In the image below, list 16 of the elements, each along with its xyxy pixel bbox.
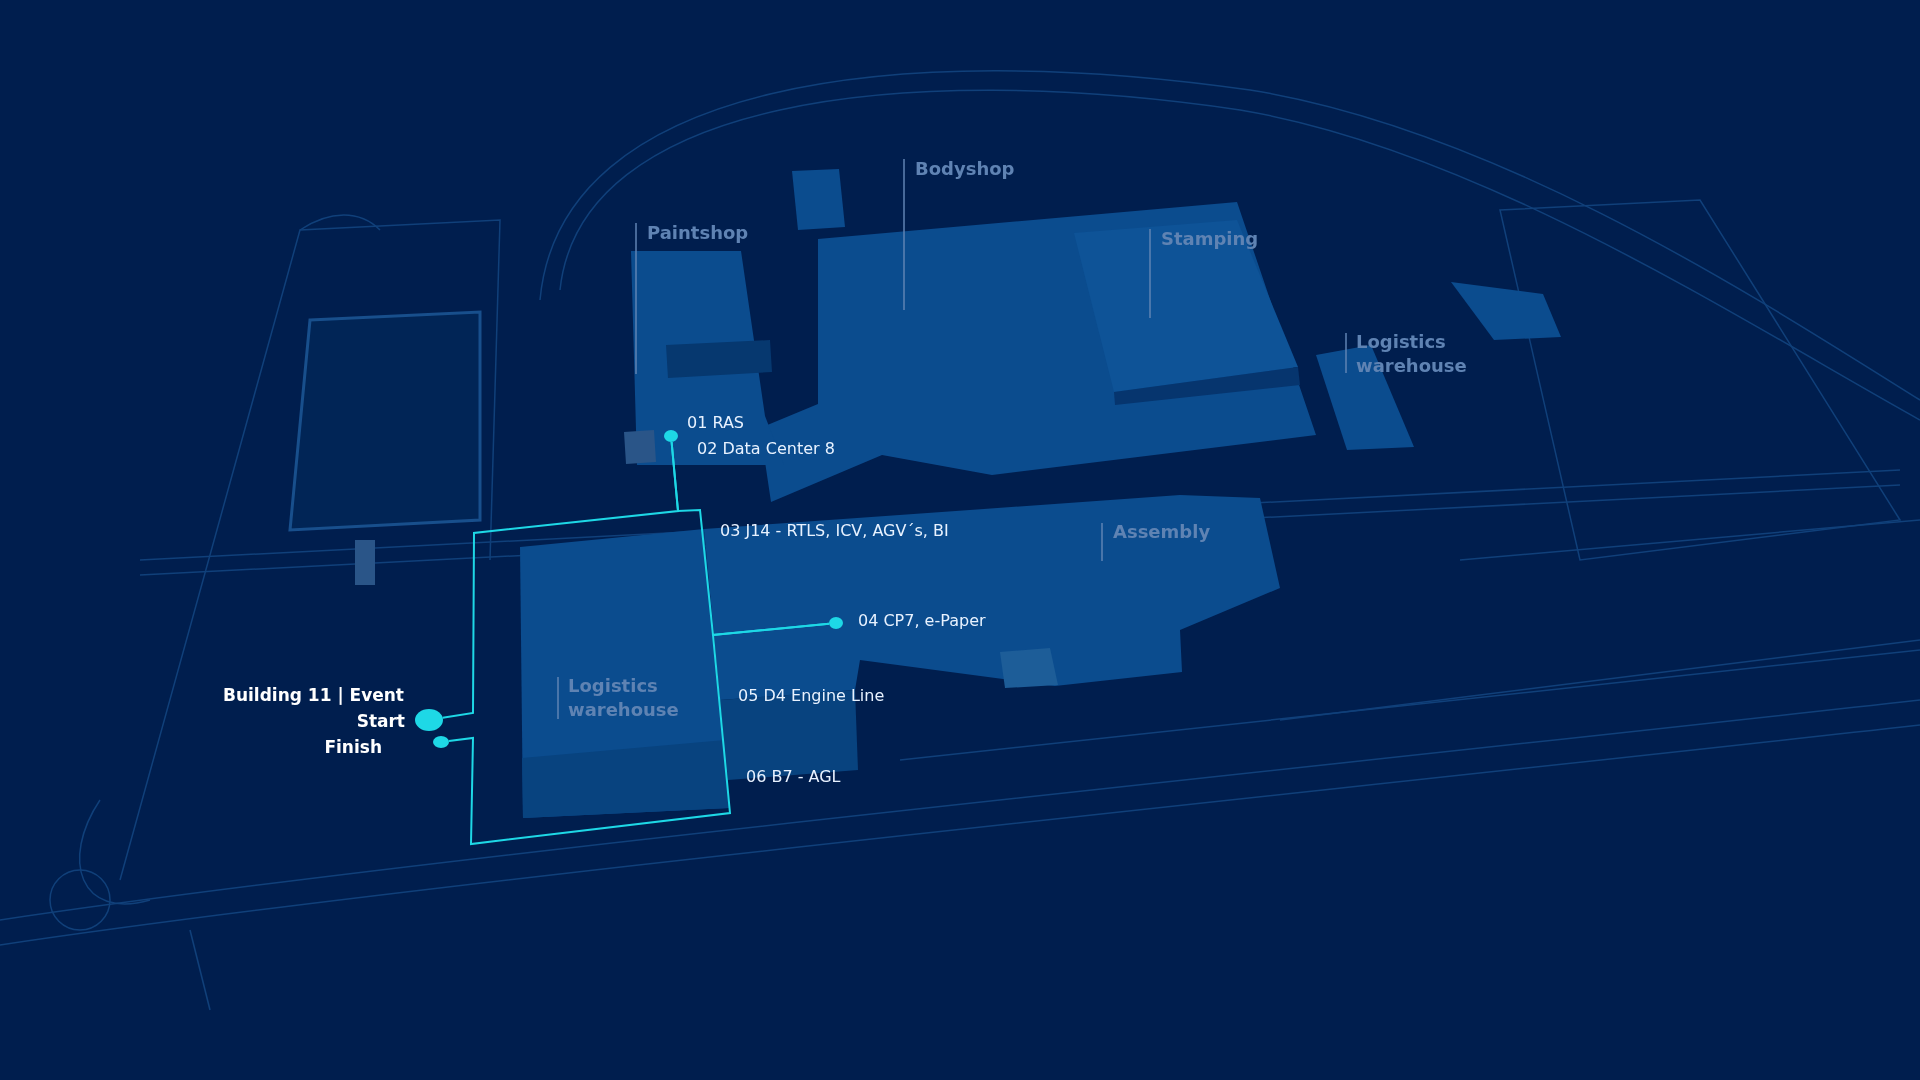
area-label: Bodyshop [915, 157, 1015, 181]
route-endpoint-label: Start [356, 711, 405, 731]
route-stop-dot [415, 709, 443, 731]
route-stop-dot [433, 736, 449, 748]
stop-label: 05 D4 Engine Line [738, 686, 885, 705]
stop-label: 03 J14 - RTLS, ICV, AGV´s, BI [720, 521, 949, 540]
area-label: Paintshop [647, 221, 749, 245]
area-label: Logistics warehouse [568, 674, 678, 722]
area-label: Assembly [1113, 520, 1211, 544]
stop-label: 06 B7 - AGL [746, 767, 841, 786]
stop-label: 01 RAS [687, 413, 744, 432]
location-label: Building 11 | Event [222, 685, 404, 705]
route-endpoint-label: Finish [324, 737, 382, 757]
route-line [447, 622, 830, 846]
stop-label: 02 Data Center 8 [697, 439, 835, 458]
stop-label: 04 CP7, e-Paper [858, 611, 986, 630]
